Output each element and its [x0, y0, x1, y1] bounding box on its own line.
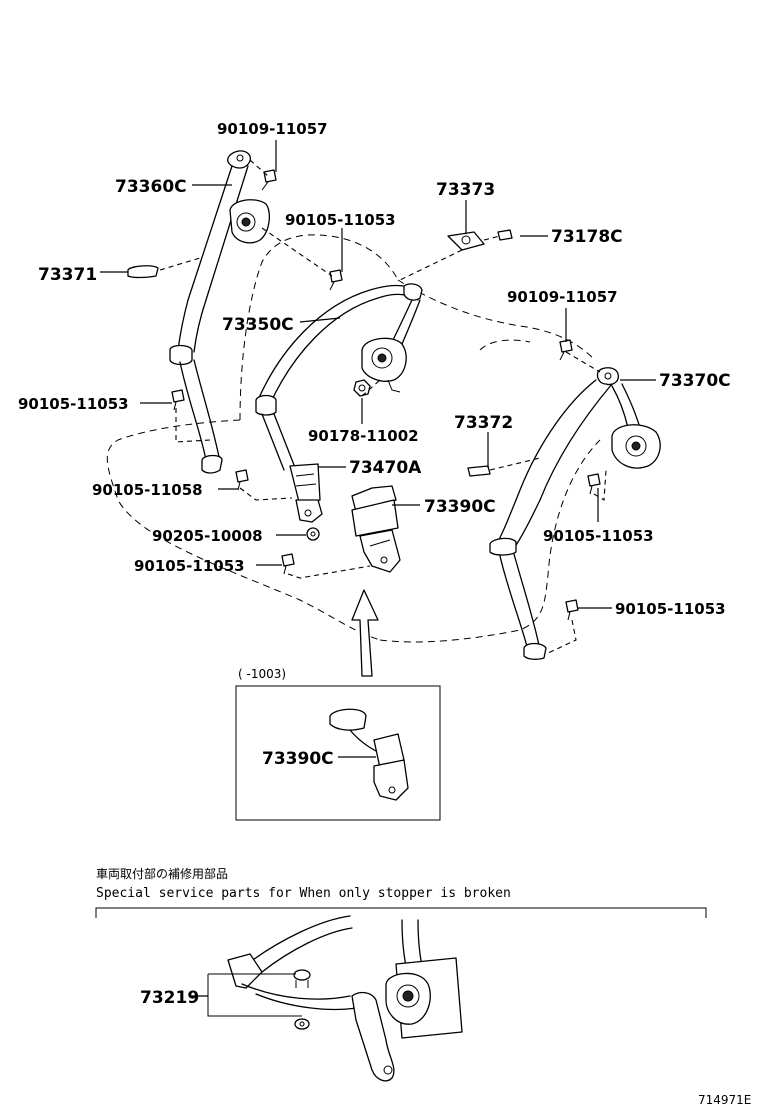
- bolt-90105-right-mid[interactable]: [587, 473, 601, 495]
- label-73390c-inset: 73390C: [262, 749, 334, 769]
- label-73370c: 73370C: [659, 371, 731, 391]
- label-90105-11053-right-mid: 90105-11053: [543, 527, 654, 545]
- inset-box: ( -1003) 73390C: [235, 667, 441, 821]
- cover-73371[interactable]: [127, 265, 159, 279]
- label-90105-11053-lower-right: 90105-11053: [615, 600, 726, 618]
- part-labels: 90109-11057 73360C 73373 90105-11053 731…: [18, 120, 731, 618]
- label-90105-11058: 90105-11058: [92, 481, 203, 499]
- label-90205-10008: 90205-10008: [152, 527, 263, 545]
- stopper-detail[interactable]: 73219: [140, 915, 463, 1082]
- clip-73372[interactable]: [467, 465, 491, 477]
- bolt-90105-lower-right[interactable]: [565, 599, 579, 621]
- bolt-90105-11058[interactable]: [235, 469, 249, 491]
- label-90105-11053-lower-left: 90105-11053: [134, 557, 245, 575]
- label-73350c: 73350C: [222, 315, 294, 335]
- label-90109-11057-right: 90109-11057: [507, 288, 618, 306]
- label-73373: 73373: [436, 180, 495, 200]
- right-outer-belt-assembly[interactable]: [489, 367, 661, 660]
- dashed-connectors: [159, 159, 607, 655]
- left-outer-belt-assembly[interactable]: [169, 150, 271, 474]
- service-note-english: Special service parts for When only stop…: [96, 886, 511, 901]
- bolt-90105-mid[interactable]: [329, 269, 343, 291]
- inset-pointer-arrow: [351, 589, 379, 677]
- service-note-japanese: 車両取付部の補修用部品: [96, 866, 228, 881]
- label-73219: 73219: [140, 988, 199, 1008]
- bolt-90109-top[interactable]: [261, 169, 277, 191]
- washer-90205[interactable]: [306, 527, 320, 541]
- label-73470a: 73470A: [349, 458, 422, 478]
- bolt-90105-lower-left[interactable]: [281, 553, 295, 575]
- label-73360c: 73360C: [115, 177, 187, 197]
- leader-lines: [100, 140, 656, 758]
- figure-id: 714971E: [698, 1093, 751, 1107]
- cover-73373[interactable]: [447, 231, 485, 251]
- label-90178-11002: 90178-11002: [308, 427, 419, 445]
- service-note: 車両取付部の補修用部品 Special service parts for Wh…: [95, 866, 707, 918]
- label-73178c: 73178C: [551, 227, 623, 247]
- buckle-73390c[interactable]: [351, 485, 401, 573]
- clip-73178c[interactable]: [497, 229, 513, 241]
- label-90105-11053-mid: 90105-11053: [285, 211, 396, 229]
- bolt-90105-left[interactable]: [171, 389, 185, 411]
- rear-seat-outline: [106, 234, 601, 643]
- label-90109-11057-top: 90109-11057: [217, 120, 328, 138]
- label-73390c: 73390C: [424, 497, 496, 517]
- nut-90178[interactable]: [353, 379, 371, 397]
- label-90105-11053-left: 90105-11053: [18, 395, 129, 413]
- center-belt-assembly[interactable]: [255, 283, 423, 523]
- label-73372: 73372: [454, 413, 513, 433]
- bolt-90109-right[interactable]: [559, 339, 573, 361]
- inset-range-label: ( -1003): [238, 667, 286, 681]
- label-73371: 73371: [38, 265, 97, 285]
